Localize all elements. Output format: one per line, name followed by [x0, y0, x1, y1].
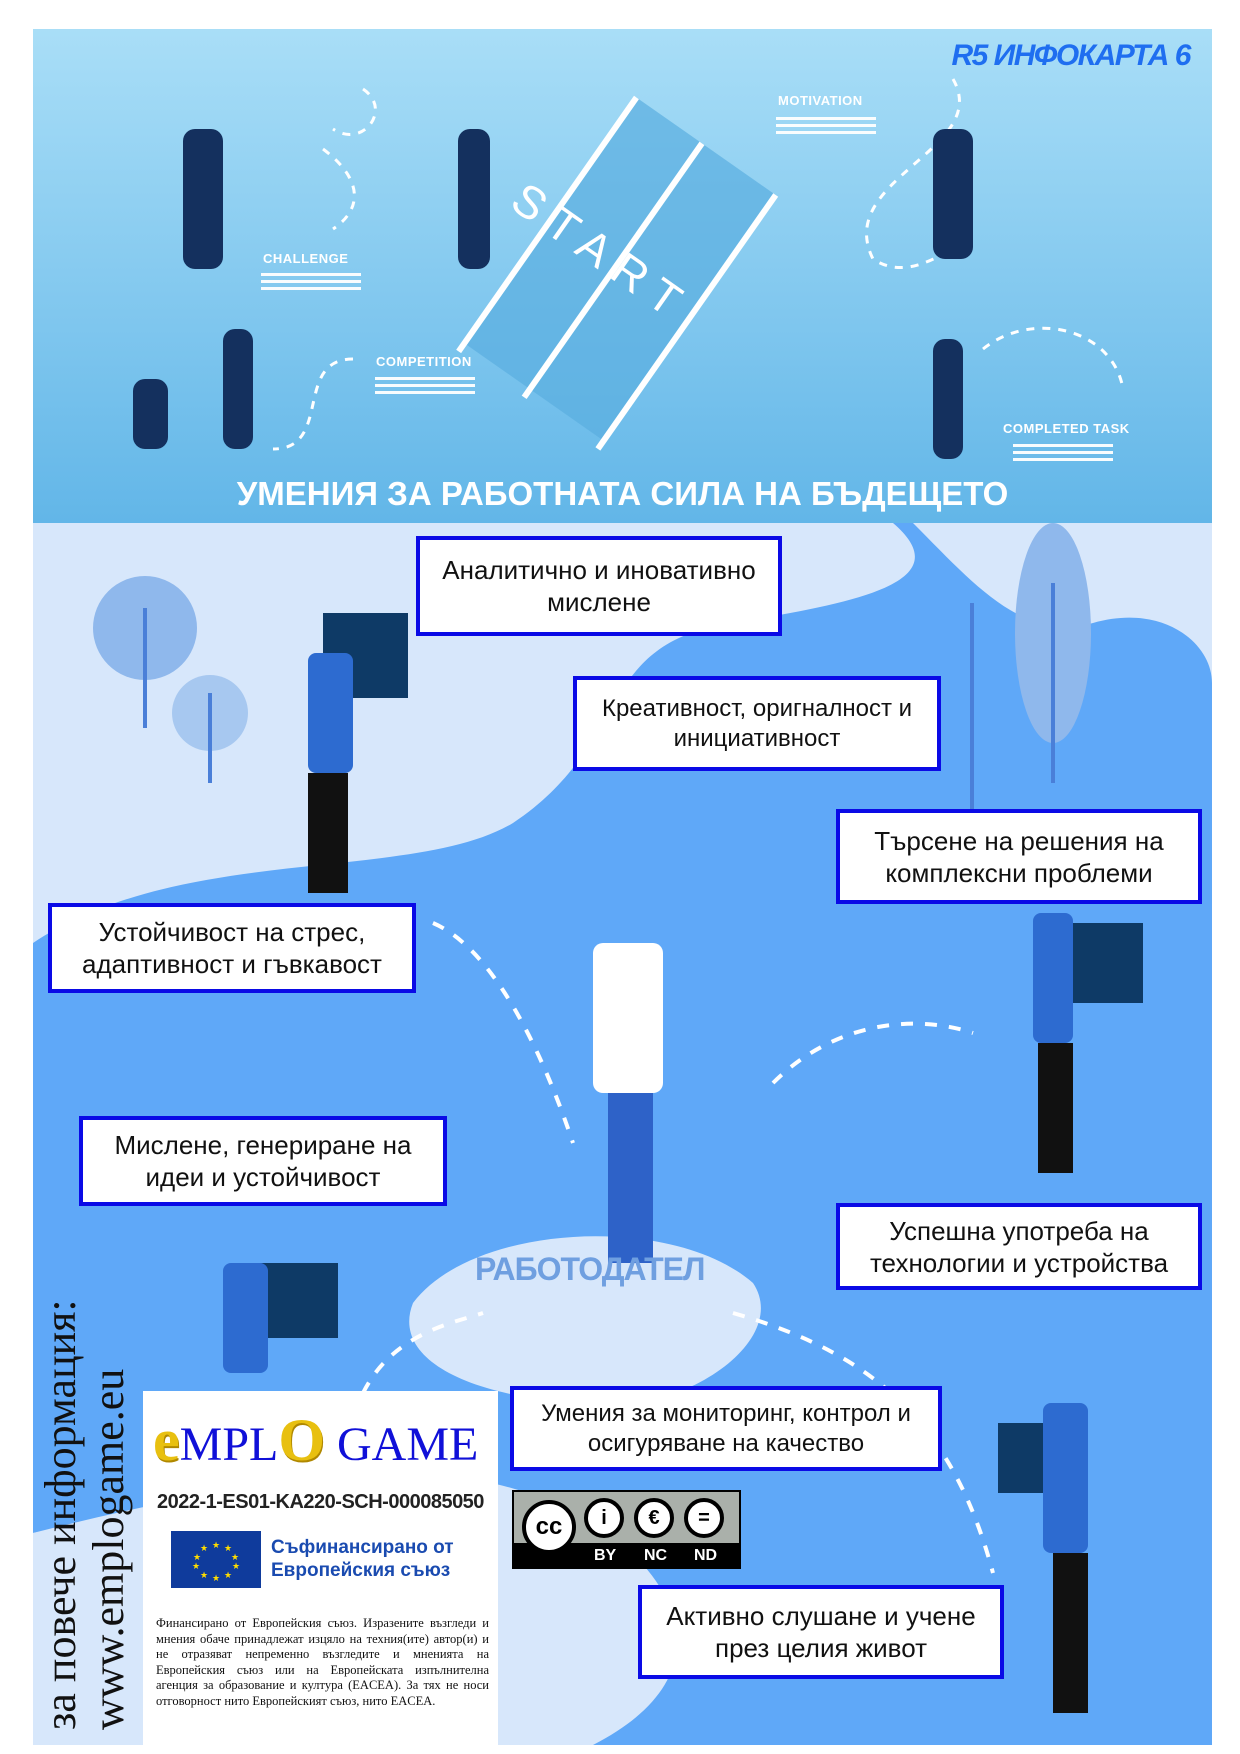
nc-label: NC [644, 1547, 668, 1564]
skill-ideation: Мислене, генериране на идеи и устойчивос… [79, 1116, 447, 1206]
eu-flag-icon: ★★★★★★★★★★ [171, 1531, 261, 1588]
text-placeholder-lines [1013, 444, 1113, 462]
more-info-text: за повече информация: www.emplogame.eu [36, 1299, 133, 1730]
svg-text:★: ★ [200, 1570, 208, 1580]
svg-text:★: ★ [200, 1543, 208, 1553]
label-competition: COMPETITION [376, 354, 472, 369]
more-info-label: за повече информация: [36, 1299, 85, 1730]
header-banner: START R5 ИНФОКАРТА 6 CHALLENGE MOTIVATIO… [33, 29, 1212, 523]
business-people [133, 129, 973, 459]
skill-complex-problem-solving: Търсене на решения на комплексни проблем… [836, 809, 1202, 904]
svg-text:★: ★ [224, 1543, 232, 1553]
label-completed-task: COMPLETED TASK [1003, 421, 1130, 436]
infocard-reference: R5 ИНФОКАРТА 6 [951, 39, 1191, 72]
skill-quality-control: Умения за мониторинг, контрол и осигуряв… [510, 1386, 942, 1471]
text-placeholder-lines [375, 377, 475, 395]
skill-resilience: Устойчивост на стрес, адаптивност и гъвк… [48, 903, 416, 993]
svg-text:★: ★ [193, 1552, 201, 1562]
project-info-panel: eMPLO GAME 2022-1-ES01-KA220-SCH-0000850… [143, 1391, 498, 1754]
skill-creativity: Креативност, оригналност и инициативност [573, 676, 941, 771]
svg-text:★: ★ [232, 1561, 240, 1571]
cc-icon: cc [522, 1500, 576, 1554]
nd-label: ND [694, 1547, 718, 1564]
no-derivatives-icon: = [684, 1498, 724, 1538]
people-with-boxes [223, 613, 1143, 1713]
attribution-icon: i [584, 1498, 624, 1538]
svg-text:★: ★ [224, 1570, 232, 1580]
label-challenge: CHALLENGE [263, 251, 349, 266]
website-link[interactable]: www.emplogame.eu [84, 1368, 133, 1730]
creative-commons-badge: cc i € = BY NC ND [512, 1490, 741, 1569]
disclaimer: Финансирано от Европейския съюз. Изразен… [156, 1616, 489, 1708]
text-placeholder-lines [261, 273, 361, 291]
skill-analytical-thinking: Аналитично и иновативно мислене [416, 536, 782, 636]
skill-lifelong-learning: Активно слушане и учене през целия живот [638, 1585, 1004, 1679]
svg-text:★: ★ [212, 1540, 220, 1550]
employer-label: РАБОТОДАТЕЛ [475, 1251, 705, 1287]
svg-text:★: ★ [192, 1561, 200, 1571]
by-label: BY [594, 1547, 617, 1564]
label-motivation: MOTIVATION [778, 93, 863, 108]
project-code: 2022-1-ES01-KA220-SCH-000085050 [157, 1491, 484, 1513]
eu-funding-text: Съфинансирано от Европейския съюз [271, 1537, 454, 1581]
non-commercial-icon: € [634, 1498, 674, 1538]
start-line-illustration: START [133, 78, 1125, 459]
emplogame-logo: eMPLO GAME [153, 1407, 479, 1473]
skill-technology-use: Успешна употреба на технологии и устройс… [836, 1203, 1202, 1290]
infographic-title: УМЕНИЯ ЗА РАБОТНАТА СИЛА НА БЪДЕЩЕТО [236, 475, 1009, 512]
svg-text:★: ★ [212, 1573, 220, 1583]
text-placeholder-lines [776, 117, 876, 135]
svg-text:★: ★ [231, 1552, 239, 1562]
